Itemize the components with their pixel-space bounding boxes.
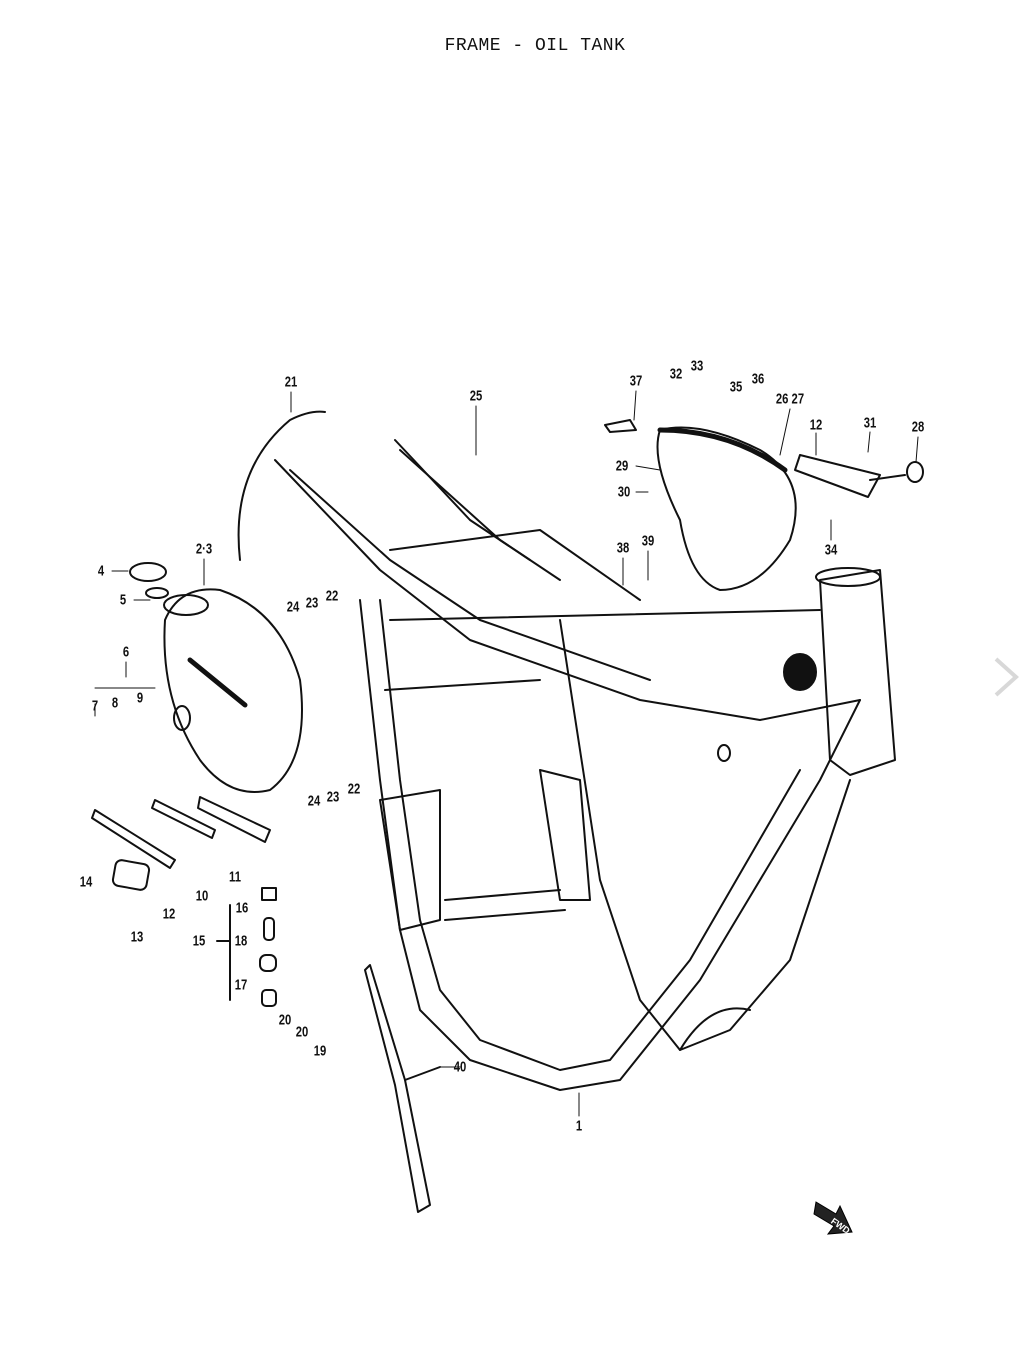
fwd-arrow-icon: FWD: [813, 1201, 853, 1236]
callout-8: 8: [111, 694, 119, 712]
callout-28: 28: [911, 418, 925, 436]
callout-39: 39: [641, 532, 655, 550]
next-page-button[interactable]: [990, 655, 1022, 699]
callout-22b: 22: [347, 780, 361, 798]
oil-tank-drawing: [129, 410, 326, 793]
callout-23b: 23: [326, 788, 340, 806]
callout-11: 11: [229, 868, 241, 886]
callout-40: 40: [453, 1058, 467, 1076]
callout-38: 38: [616, 539, 630, 557]
callout-24: 24: [286, 598, 300, 616]
callout-15: 15: [192, 932, 206, 950]
callout-20: 20: [278, 1011, 292, 1029]
callout-37: 37: [629, 372, 643, 390]
rear-shock-drawing: [364, 964, 441, 1213]
callout-30: 30: [617, 483, 631, 501]
callout-16: 16: [235, 899, 249, 917]
callout-12: 12: [809, 416, 823, 434]
callout-35: 35: [729, 378, 743, 396]
emblems-drawing: [91, 796, 271, 891]
callout-10: 10: [195, 887, 209, 905]
callout-22: 22: [325, 587, 339, 605]
callout-34: 34: [824, 541, 838, 559]
callout-29: 29: [615, 457, 629, 475]
callout-20b: 20: [295, 1023, 309, 1041]
diagram-title: FRAME - OIL TANK: [444, 36, 626, 56]
callout-25: 25: [469, 387, 483, 405]
side-cover-drawing: [604, 419, 924, 591]
callout-12b: 12: [162, 905, 176, 923]
callout-1: 1: [575, 1117, 583, 1135]
callout-21: 21: [284, 373, 298, 391]
callout-33: 33: [690, 357, 704, 375]
callout-14: 14: [79, 873, 93, 891]
drain-plug-drawing: [216, 887, 277, 1007]
leader-lines: [94, 390, 919, 1117]
frame-drawing: [274, 439, 896, 1091]
callout-5: 5: [119, 591, 127, 609]
callout-32: 32: [669, 365, 683, 383]
callout-19: 19: [313, 1042, 327, 1060]
callout-13: 13: [130, 928, 144, 946]
callout-23: 23: [305, 594, 319, 612]
callout-17: 17: [234, 976, 248, 994]
callout-26-27: 26 27: [775, 390, 805, 408]
chevron-right-icon: [994, 657, 1019, 697]
callout-9: 9: [136, 689, 144, 707]
callout-31: 31: [863, 414, 877, 432]
callout-7: 7: [91, 697, 99, 715]
callout-24b: 24: [307, 792, 321, 810]
callout-6: 6: [122, 643, 130, 661]
callout-4: 4: [97, 562, 105, 580]
callout-18: 18: [234, 932, 248, 950]
callout-36: 36: [751, 370, 765, 388]
callout-2-3: 2·3: [195, 540, 213, 558]
